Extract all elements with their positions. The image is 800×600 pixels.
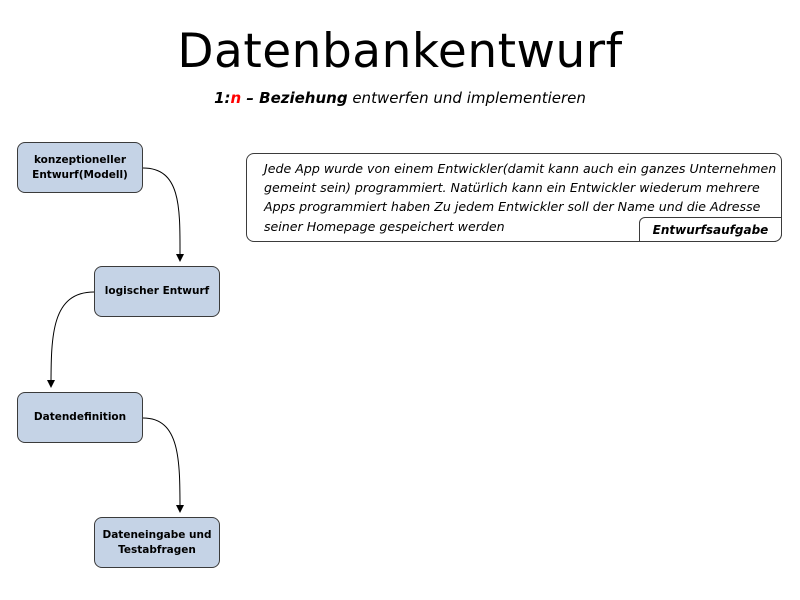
subtitle-rest: entwerfen und implementieren — [347, 89, 586, 107]
subtitle-term: – Beziehung — [241, 89, 348, 107]
subtitle-n: n — [230, 89, 242, 107]
flow-step-logischer-entwurf: logischer Entwurf — [94, 266, 220, 317]
page-title: Datenbankentwurf — [177, 24, 623, 79]
connector-3-4 — [142, 417, 184, 513]
connector-2-3 — [47, 291, 95, 388]
flow-step-konzeptioneller-entwurf: konzeptioneller Entwurf(Modell) — [17, 142, 143, 193]
task-box: Jede App wurde von einem Entwickler(dami… — [246, 153, 782, 242]
flow-step-datendefinition: Datendefinition — [17, 392, 143, 443]
subtitle-prefix: 1: — [214, 89, 231, 107]
flow-step-dateneingabe: Dateneingabe und Testabfragen — [94, 517, 220, 568]
task-description: Jede App wurde von einem Entwickler(dami… — [264, 161, 777, 234]
connector-1-2 — [142, 167, 185, 262]
task-label: Entwurfsaufgabe — [639, 217, 782, 242]
subtitle: 1:n – Beziehung entwerfen und implementi… — [0, 88, 800, 108]
